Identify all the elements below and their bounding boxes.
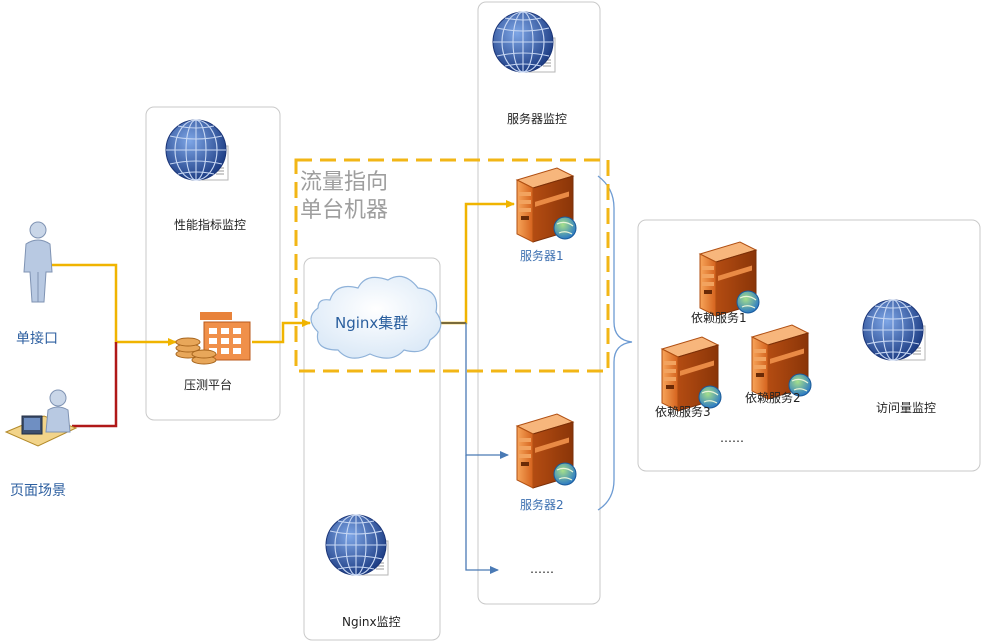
perf-monitor-label: 性能指标监控 <box>174 217 246 232</box>
server-more-ellipsis: …… <box>530 562 554 576</box>
nginx-cluster-label: Nginx集群 <box>335 314 408 332</box>
page-scene-traffic-line <box>72 342 118 428</box>
single-api-label: 单接口 <box>16 330 58 347</box>
server1-label: 服务器1 <box>520 248 564 263</box>
server-group-brace <box>597 175 633 511</box>
nginx-cloud-icon <box>310 275 442 359</box>
server1-icon <box>516 167 577 243</box>
dependency1-label: 依赖服务1 <box>691 310 747 325</box>
stress-to-nginx-line <box>252 319 311 344</box>
dependency2-server-icon <box>751 324 812 400</box>
dependency1-server-icon <box>699 241 760 317</box>
stress-platform-icon <box>175 312 251 365</box>
dependency3-label: 依赖服务3 <box>655 404 711 419</box>
traffic-note-line1: 流量指向 <box>300 170 388 195</box>
single-machine-highlight-box <box>294 158 610 373</box>
dependency2-label: 依赖服务2 <box>745 390 801 405</box>
server-panel <box>477 1 601 605</box>
nginx-to-more-line <box>465 455 499 574</box>
stress-platform-label: 压测平台 <box>184 377 232 392</box>
page-scene-label: 页面场景 <box>10 483 66 499</box>
server2-icon <box>516 413 577 489</box>
traffic-note-line2: 单台机器 <box>300 198 388 223</box>
traffic-monitor-label: 访问量监控 <box>876 401 936 415</box>
dependency-more-ellipsis: …… <box>720 431 744 445</box>
server2-label: 服务器2 <box>520 497 564 512</box>
nginx-monitor-label: Nginx监控 <box>342 615 401 629</box>
server-monitor-label: 服务器监控 <box>507 111 567 126</box>
single-api-traffic-line <box>52 263 177 346</box>
page-scene-user-icon <box>4 389 78 447</box>
single-api-person-icon <box>23 221 53 303</box>
dependency3-server-icon <box>661 336 722 412</box>
